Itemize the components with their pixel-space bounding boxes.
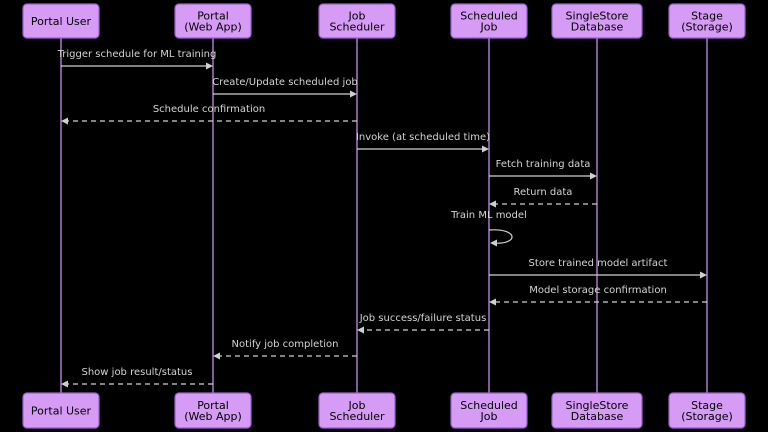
lifelines	[60, 38, 708, 393]
arrowhead	[61, 117, 68, 125]
actor-label: Portal User	[31, 405, 92, 418]
actor-label: Scheduler	[329, 410, 385, 423]
actor-label: (Web App)	[184, 410, 242, 423]
arrowhead	[489, 200, 496, 208]
actor-box	[450, 392, 528, 429]
actor-label: Scheduled	[460, 399, 518, 412]
actor-box	[174, 3, 252, 39]
actor-label: SingleStore	[566, 10, 629, 23]
message-10: Job success/failure status	[357, 313, 489, 334]
actor-box	[174, 392, 252, 429]
arrowhead	[61, 380, 68, 388]
actor-user-top: Portal User	[22, 3, 100, 39]
actor-box	[551, 392, 643, 429]
message-2: Create/Update scheduled job	[212, 77, 358, 98]
message-label: Return data	[514, 187, 573, 198]
actor-box	[22, 3, 100, 39]
actor-user-bottom: Portal User	[22, 392, 100, 429]
message-label: Train ML model	[450, 210, 527, 221]
actor-box	[318, 3, 396, 39]
arrowhead	[489, 298, 496, 306]
arrowhead	[482, 145, 489, 153]
actor-stage-top: Stage(Storage)	[668, 3, 746, 39]
messages: Trigger schedule for ML trainingCreate/U…	[57, 49, 707, 388]
actor-label: Job	[348, 399, 366, 412]
actor-label: Database	[571, 410, 624, 423]
actor-box	[668, 392, 746, 429]
arrowhead	[213, 352, 220, 360]
arrowhead	[700, 271, 707, 279]
actor-label: (Web App)	[184, 21, 242, 34]
actor-stage-bottom: Stage(Storage)	[668, 392, 746, 429]
message-9: Model storage confirmation	[489, 285, 707, 306]
actor-label: Job	[348, 10, 366, 23]
actor-box	[22, 392, 100, 429]
message-4: Invoke (at scheduled time)	[356, 132, 490, 153]
message-label: Fetch training data	[496, 159, 591, 170]
message-11: Notify job completion	[213, 339, 357, 360]
message-6: Return data	[489, 187, 597, 208]
message-8: Store trained model artifact	[489, 258, 707, 279]
message-label: Store trained model artifact	[529, 258, 668, 269]
actor-label: Database	[571, 21, 624, 34]
actor-box	[551, 3, 643, 39]
message-line	[488, 229, 513, 244]
actor-label: Stage	[691, 399, 723, 412]
actor-label: Job	[480, 410, 498, 423]
arrowhead	[206, 62, 213, 70]
actor-label: Scheduler	[329, 21, 385, 34]
actor-label: (Storage)	[681, 21, 733, 34]
actor-label: Stage	[691, 10, 723, 23]
message-label: Schedule confirmation	[153, 104, 265, 115]
actor-label: SingleStore	[566, 399, 629, 412]
arrowhead	[490, 239, 497, 247]
actor-label: Portal	[197, 399, 229, 412]
message-label: Model storage confirmation	[529, 285, 667, 296]
message-label: Trigger schedule for ML training	[57, 49, 217, 60]
actor-portal-bottom: Portal(Web App)	[174, 392, 252, 429]
actor-box	[668, 3, 746, 39]
message-label: Job success/failure status	[359, 313, 487, 324]
message-3: Schedule confirmation	[61, 104, 357, 125]
actor-label: Portal User	[31, 15, 92, 28]
message-12: Show job result/status	[61, 367, 213, 388]
arrowhead	[350, 90, 357, 98]
actor-box	[450, 3, 528, 39]
actor-label: Portal	[197, 10, 229, 23]
message-5: Fetch training data	[489, 159, 597, 180]
arrowhead	[590, 172, 597, 180]
message-label: Invoke (at scheduled time)	[356, 132, 490, 143]
message-label: Show job result/status	[82, 367, 193, 378]
arrowhead	[357, 326, 364, 334]
actor-label: (Storage)	[681, 410, 733, 423]
actor-portal-top: Portal(Web App)	[174, 3, 252, 39]
actor-label: Job	[480, 21, 498, 34]
message-label: Create/Update scheduled job	[212, 77, 358, 88]
actor-label: Scheduled	[460, 10, 518, 23]
message-1: Trigger schedule for ML training	[57, 49, 217, 70]
actor-box	[318, 392, 396, 429]
message-label: Notify job completion	[232, 339, 339, 350]
message-7: Train ML model	[450, 210, 527, 247]
